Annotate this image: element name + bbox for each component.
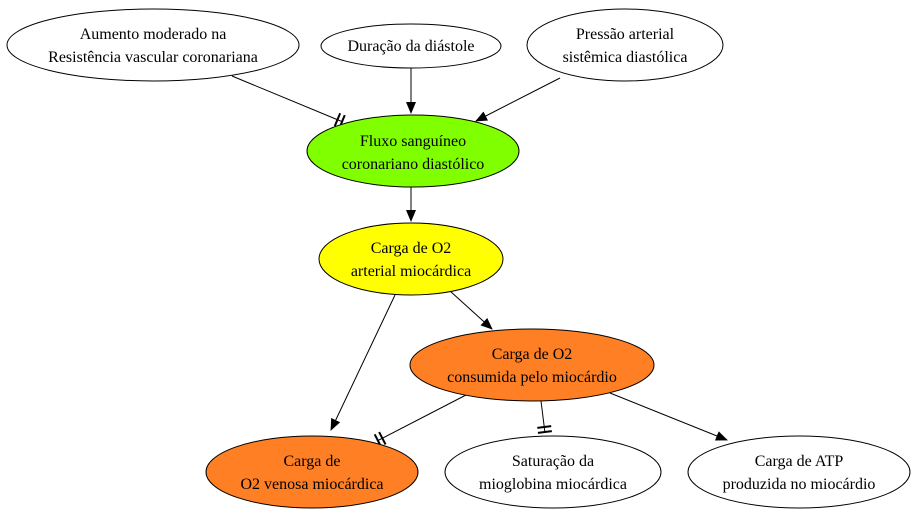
- node-atp-label-2: produzida no miocárdio: [723, 476, 876, 493]
- node-carga-arterial: Carga de O2 arterial miocárdica: [318, 222, 504, 296]
- node-saturacao-shape: [444, 435, 662, 509]
- node-carga-consumida-shape: [409, 328, 655, 402]
- node-carga-arterial-label-2: arterial miocárdica: [351, 263, 471, 280]
- node-atp-shape: [687, 435, 911, 509]
- edge-carga-arterial-carga-consumida: [449, 290, 493, 330]
- edge-pressao-fluxo: [475, 77, 561, 122]
- edge-resistencia-fluxo: [231, 75, 346, 129]
- node-saturacao: Saturação da mioglobina miocárdica: [444, 435, 662, 509]
- node-duracao-label: Duração da diástole: [347, 38, 474, 55]
- node-carga-venosa-label-2: O2 venosa miocárdica: [240, 476, 383, 493]
- node-duracao: Duração da diástole: [320, 23, 502, 69]
- node-pressao-shape: [526, 8, 724, 82]
- node-carga-venosa: Carga de O2 venosa miocárdica: [205, 435, 419, 509]
- node-saturacao-label-1: Saturação da: [512, 453, 594, 470]
- node-carga-consumida-label-1: Carga de O2: [492, 346, 573, 363]
- node-carga-venosa-shape: [205, 435, 419, 509]
- node-carga-arterial-label-1: Carga de O2: [371, 240, 452, 257]
- edge-carga-consumida-carga-venosa: [373, 394, 467, 448]
- node-atp-label-1: Carga de ATP: [755, 453, 844, 470]
- node-pressao-label-1: Pressão arterial: [576, 26, 675, 43]
- node-fluxo-label-1: Fluxo sanguíneo: [360, 133, 466, 150]
- node-carga-arterial-shape: [318, 222, 504, 296]
- node-duracao-shape: [320, 23, 502, 69]
- node-fluxo: Fluxo sanguíneo coronariano diastólico: [306, 114, 520, 188]
- edge-carga-consumida-atp: [609, 392, 728, 441]
- node-fluxo-label-2: coronariano diastólico: [342, 156, 485, 173]
- node-saturacao-label-2: mioglobina miocárdica: [479, 476, 627, 493]
- node-carga-consumida: Carga de O2 consumida pelo miocárdio: [409, 328, 655, 402]
- edge-carga-arterial-carga-venosa: [330, 294, 396, 431]
- node-fluxo-shape: [306, 114, 520, 188]
- node-resistencia-shape: [6, 8, 300, 82]
- edge-carga-consumida-saturacao: [537, 400, 552, 434]
- node-atp: Carga de ATP produzida no miocárdio: [687, 435, 911, 509]
- node-carga-consumida-label-2: consumida pelo miocárdio: [447, 369, 617, 386]
- node-carga-venosa-label-1: Carga de: [283, 453, 340, 470]
- node-pressao-label-2: sistêmica diastólica: [563, 49, 688, 66]
- node-resistencia-label-1: Aumento moderado na: [80, 26, 227, 43]
- node-pressao: Pressão arterial sistêmica diastólica: [526, 8, 724, 82]
- node-resistencia: Aumento moderado na Resistência vascular…: [6, 8, 300, 82]
- edges: [231, 68, 728, 448]
- node-resistencia-label-2: Resistência vascular coronariana: [48, 49, 258, 66]
